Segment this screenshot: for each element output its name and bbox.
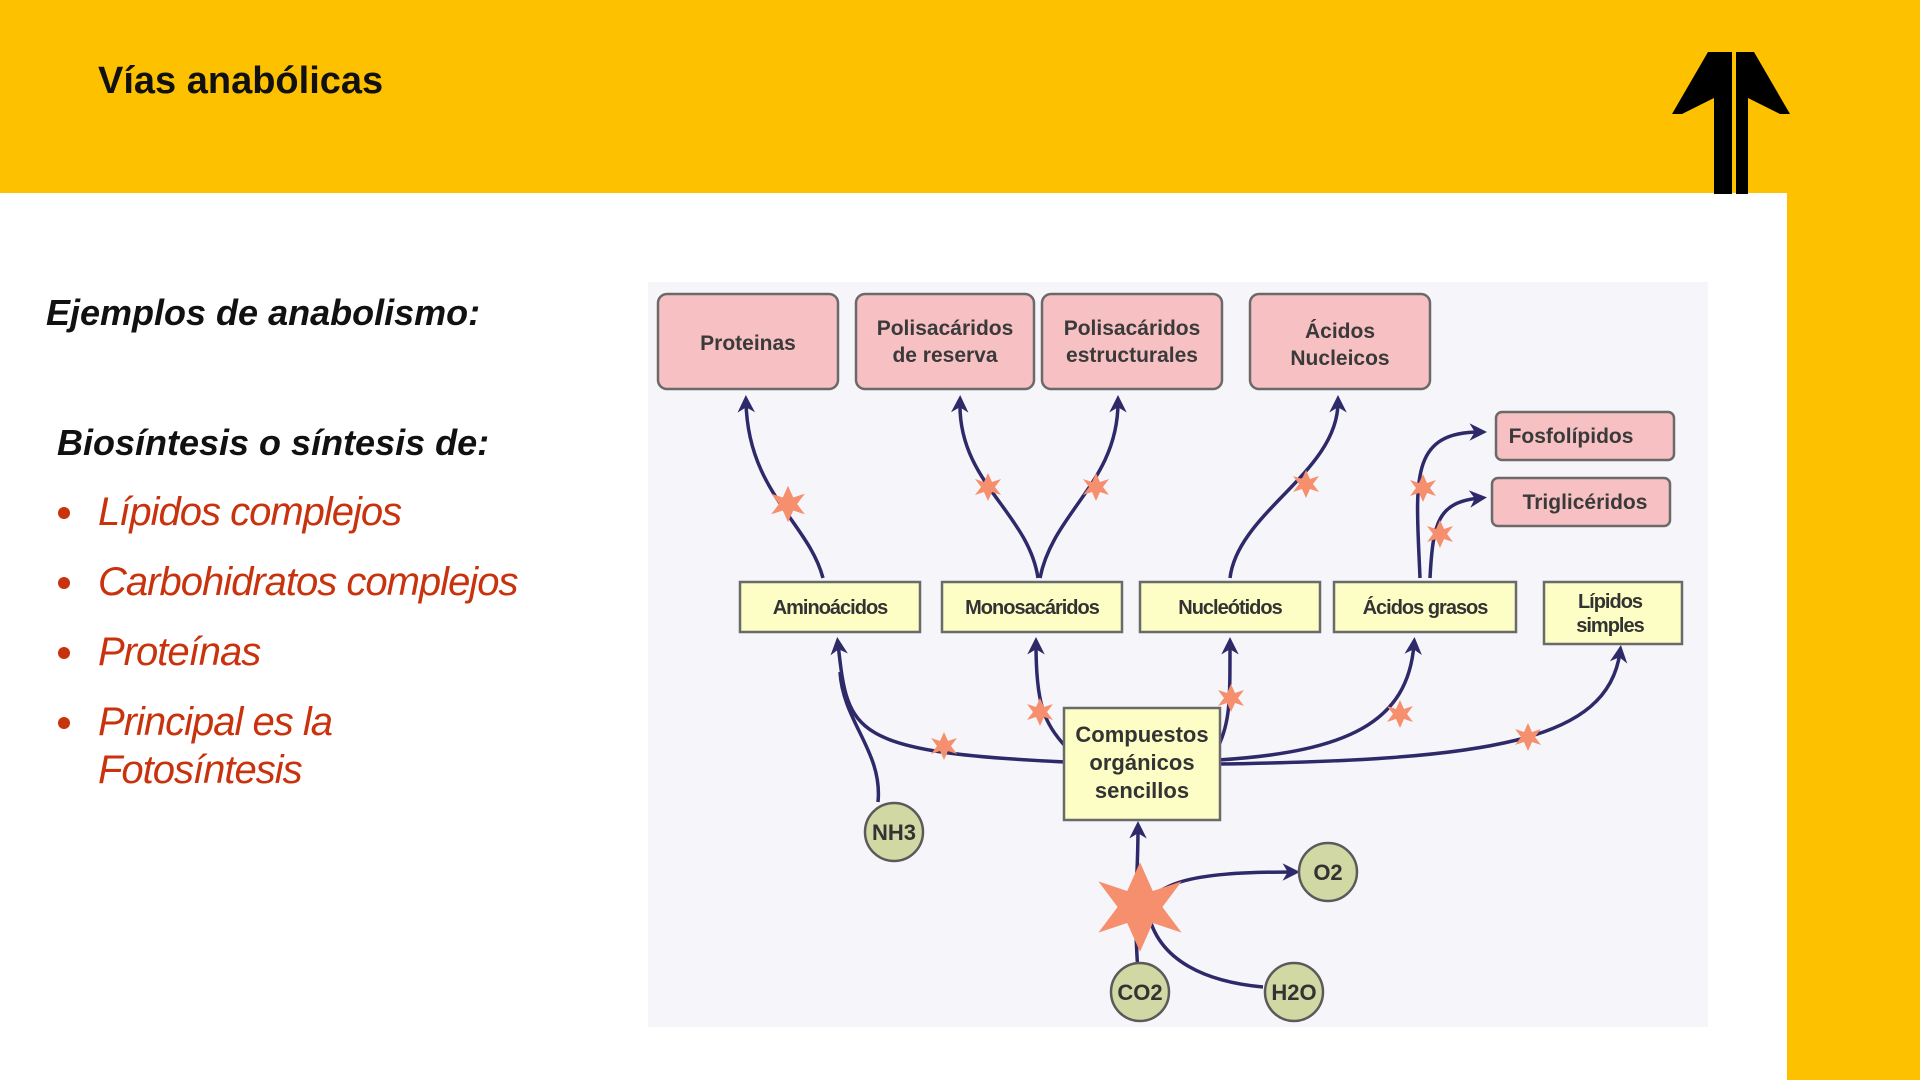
arrow-center-acidos-grasos xyxy=(1217,637,1422,762)
svg-text:Lípidos: Lípidos xyxy=(1578,591,1643,613)
svg-text:Nucleicos: Nucleicos xyxy=(1290,347,1389,370)
svg-text:NH3: NH3 xyxy=(872,820,916,845)
svg-text:Ácidos grasos: Ácidos grasos xyxy=(1363,596,1489,619)
molecule-h2o: H2O xyxy=(1263,961,1325,1023)
list-item: Lípidos complejos xyxy=(55,488,535,536)
heading-anabolism-examples: Ejemplos de anabolismo: xyxy=(46,292,481,333)
enzyme-spark-icon xyxy=(1515,723,1541,751)
box-lipidos-simples: Lípidos simples xyxy=(1542,580,1684,646)
box-fosfolipidos: Fosfolípidos xyxy=(1494,410,1676,462)
svg-text:Triglicéridos: Triglicéridos xyxy=(1523,491,1648,514)
bullet-dot xyxy=(58,577,70,589)
svg-text:Nucleótidos: Nucleótidos xyxy=(1178,597,1282,619)
arrow-center-nucleotidos xyxy=(1216,637,1239,748)
list-item: Principal es la Fotosíntesis xyxy=(55,698,535,794)
enzyme-spark-icon xyxy=(931,732,957,760)
list-item: Proteínas xyxy=(55,628,535,676)
svg-text:O2: O2 xyxy=(1313,860,1342,885)
svg-text:Compuestos: Compuestos xyxy=(1075,722,1208,747)
bullet-dot xyxy=(58,507,70,519)
enzyme-spark-icon xyxy=(1083,473,1109,501)
list-item: Carbohidratos complejos xyxy=(55,558,535,606)
arrow-nh3-aminoacidos xyxy=(838,671,881,803)
subheading-biosynthesis: Biosíntesis o síntesis de: xyxy=(57,422,490,463)
svg-text:Monosacáridos: Monosacáridos xyxy=(965,597,1100,619)
arrow-h2o-in xyxy=(1146,911,1264,989)
molecule-o2: O2 xyxy=(1297,841,1359,903)
arrow-nucleotidos-nucleicos xyxy=(1228,395,1347,579)
enzyme-spark-icon xyxy=(1410,474,1436,502)
arrow-center-lipidos-simples xyxy=(1217,645,1628,766)
svg-text:Aminoácidos: Aminoácidos xyxy=(773,597,888,619)
box-trigliceridos: Triglicéridos xyxy=(1490,476,1672,528)
side-band xyxy=(1787,0,1920,1080)
svg-text:Polisacáridos: Polisacáridos xyxy=(877,317,1014,340)
double-arrow-up-logo-icon xyxy=(1672,52,1790,194)
box-nucleotidos: Nucleótidos xyxy=(1138,580,1322,634)
enzyme-spark-icon xyxy=(771,485,805,523)
box-acidos-grasos: Ácidos grasos xyxy=(1332,580,1518,634)
box-proteinas: Proteinas xyxy=(656,292,840,391)
svg-text:Fosfolípidos: Fosfolípidos xyxy=(1509,425,1634,448)
arrow-acidos-grasos-fosfolipidos xyxy=(1415,423,1487,579)
svg-text:H2O: H2O xyxy=(1271,980,1316,1005)
svg-text:sencillos: sencillos xyxy=(1095,778,1189,803)
box-monosacaridos: Monosacáridos xyxy=(940,580,1124,634)
bullet-list: Lípidos complejos Carbohidratos complejo… xyxy=(55,488,535,816)
svg-text:CO2: CO2 xyxy=(1117,980,1162,1005)
arrow-aminoacidos-proteinas xyxy=(737,395,825,579)
arrow-monosacaridos-reserva xyxy=(950,395,1040,579)
svg-text:Ácidos: Ácidos xyxy=(1305,320,1375,343)
diagram-canvas: Proteinas Polisacáridos de reserva Polis… xyxy=(656,292,1684,1023)
box-aminoacidos: Aminoácidos xyxy=(738,580,922,634)
svg-text:de reserva: de reserva xyxy=(892,344,997,367)
enzyme-spark-icon xyxy=(1427,520,1453,548)
molecule-nh3: NH3 xyxy=(863,801,925,863)
header-band xyxy=(0,0,1920,193)
bullet-dot xyxy=(58,717,70,729)
svg-text:orgánicos: orgánicos xyxy=(1089,750,1194,775)
svg-text:Polisacáridos: Polisacáridos xyxy=(1064,317,1201,340)
arrow-monosacaridos-estructurales xyxy=(1038,395,1127,579)
anabolic-pathways-diagram: Proteinas Polisacáridos de reserva Polis… xyxy=(648,282,1708,1027)
enzyme-spark-icon xyxy=(1098,862,1182,952)
slide-title: Vías anabólicas xyxy=(98,60,384,102)
svg-text:Proteinas: Proteinas xyxy=(700,332,796,355)
box-compuestos-organicos: Compuestos orgánicos sencillos xyxy=(1062,706,1222,822)
bullet-dot xyxy=(58,647,70,659)
svg-text:estructurales: estructurales xyxy=(1066,344,1198,367)
box-polisacaridos-estructurales: Polisacáridos estructurales xyxy=(1040,292,1224,391)
enzyme-spark-icon xyxy=(1293,470,1319,498)
arrow-acidos-grasos-trigliceridos xyxy=(1428,490,1487,579)
arrow-center-monosacaridos xyxy=(1027,637,1068,749)
box-polisacaridos-reserva: Polisacáridos de reserva xyxy=(854,292,1036,391)
box-acidos-nucleicos: Ácidos Nucleicos xyxy=(1248,292,1432,391)
svg-text:simples: simples xyxy=(1576,615,1644,637)
enzyme-spark-icon xyxy=(1218,684,1244,712)
molecule-co2: CO2 xyxy=(1109,961,1171,1023)
